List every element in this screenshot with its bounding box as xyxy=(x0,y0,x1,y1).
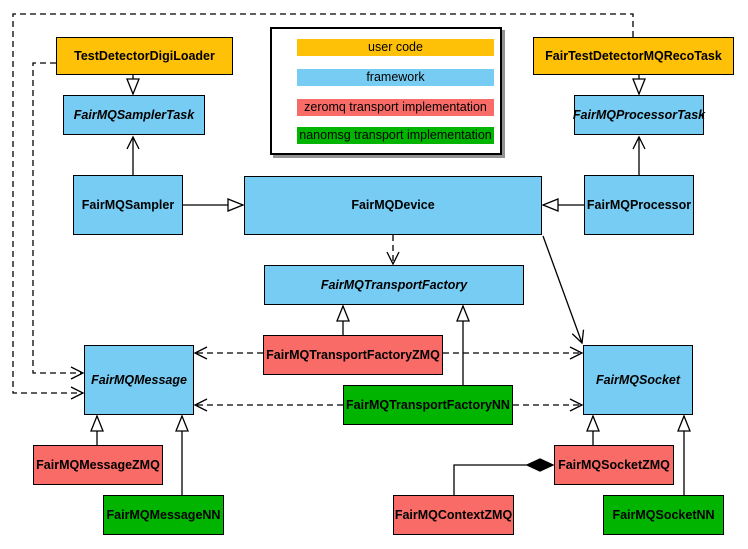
legend-item-nanomsg: nanomsg transport implementation xyxy=(297,127,494,144)
node-fairmq-message-nn: FairMQMessageNN xyxy=(103,495,224,535)
node-fairmq-message-zmq: FairMQMessageZMQ xyxy=(33,445,163,485)
node-fairmq-processor: FairMQProcessor xyxy=(584,175,694,235)
node-fairmq-context-zmq: FairMQContextZMQ xyxy=(393,495,514,535)
node-fairmq-processor-task: FairMQProcessorTask xyxy=(573,95,705,135)
node-fairmq-socket-zmq: FairMQSocketZMQ xyxy=(554,445,674,485)
legend-label: user code xyxy=(368,40,423,55)
legend-item-zeromq: zeromq transport implementation xyxy=(297,99,494,116)
node-fairmq-transport-factory: FairMQTransportFactory xyxy=(264,265,524,305)
node-fair-test-detector-mq-reco-task: FairTestDetectorMQRecoTask xyxy=(533,37,734,75)
legend-label: zeromq transport implementation xyxy=(304,100,487,115)
edge-contextzmq-socketzmq-composition xyxy=(453,464,527,495)
node-fairmq-socket: FairMQSocket xyxy=(583,345,693,415)
legend-label: framework xyxy=(366,70,425,85)
edge-digiloader-message-dependency xyxy=(32,62,85,380)
legend: user code framework zeromq transport imp… xyxy=(270,27,502,155)
node-fairmq-transport-factory-nn: FairMQTransportFactoryNN xyxy=(343,385,513,425)
composition-diamond xyxy=(525,458,555,472)
node-fairmq-sampler-task: FairMQSamplerTask xyxy=(63,95,205,135)
node-fairmq-socket-nn: FairMQSocketNN xyxy=(603,495,724,535)
edge-device-socket-association xyxy=(542,235,585,345)
node-fairmq-sampler: FairMQSampler xyxy=(73,175,183,235)
edge-recotask-message-dependency xyxy=(12,13,634,400)
legend-item-framework: framework xyxy=(297,69,494,86)
legend-item-user-code: user code xyxy=(297,39,494,56)
node-test-detector-digi-loader: TestDetectorDigiLoader xyxy=(56,37,233,75)
legend-label: nanomsg transport implementation xyxy=(299,128,492,143)
node-fairmq-message: FairMQMessage xyxy=(84,345,194,415)
node-fairmq-device: FairMQDevice xyxy=(244,176,542,235)
node-fairmq-transport-factory-zmq: FairMQTransportFactoryZMQ xyxy=(263,335,443,375)
